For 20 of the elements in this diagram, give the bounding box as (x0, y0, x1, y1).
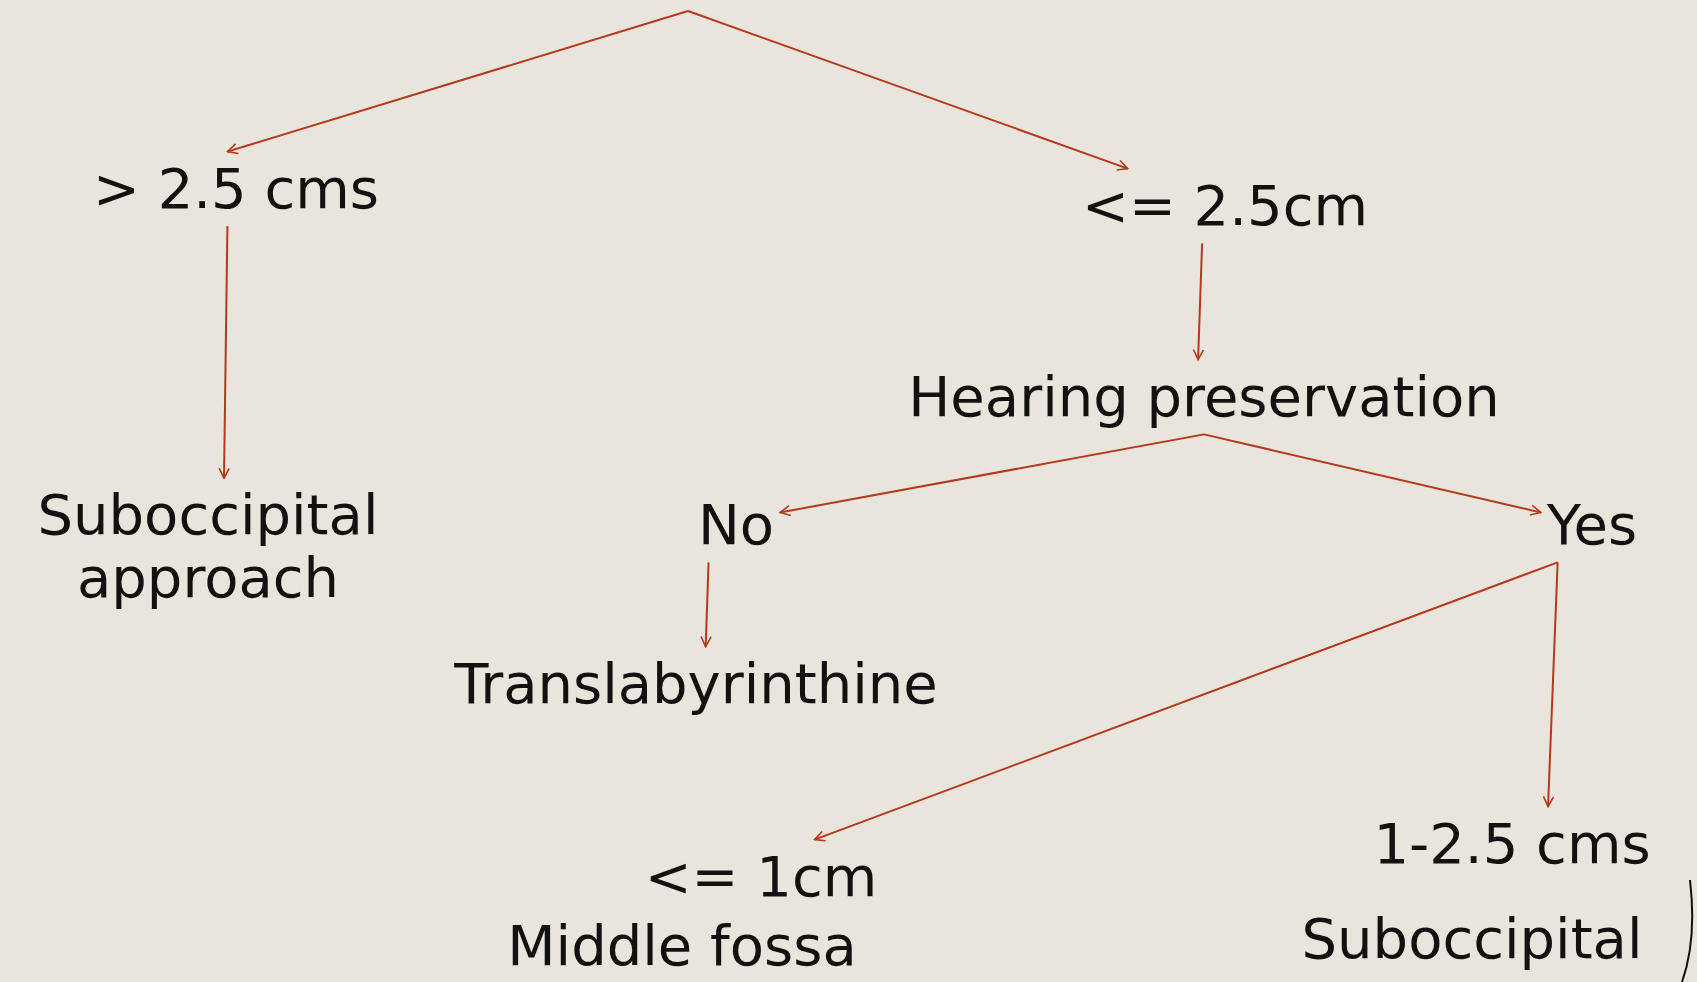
node-text: 1-2.5 cms (1373, 812, 1651, 876)
node-text: No (697, 493, 775, 557)
node-caption: Middle fossa (507, 914, 857, 978)
arrow (813, 561, 1559, 842)
arrow (218, 225, 230, 480)
arrow (779, 433, 1205, 517)
arrow (1542, 561, 1559, 808)
arrow (1203, 433, 1542, 516)
arrow (687, 10, 1129, 171)
node-text: Hearing preservation (908, 365, 1500, 429)
arrow (1192, 242, 1205, 361)
node-text: Suboccipital approach (8, 484, 408, 610)
node-text: Yes (1546, 493, 1638, 557)
node-text: > 2.5 cms (92, 157, 380, 221)
arrow (700, 561, 712, 648)
arrow (226, 10, 689, 155)
node-caption: Suboccipital (1301, 907, 1643, 971)
node-text: <= 2.5cm (1082, 174, 1368, 238)
node-text: Translabyrinthine (454, 652, 938, 716)
node-text: <= 1cm (644, 845, 878, 909)
